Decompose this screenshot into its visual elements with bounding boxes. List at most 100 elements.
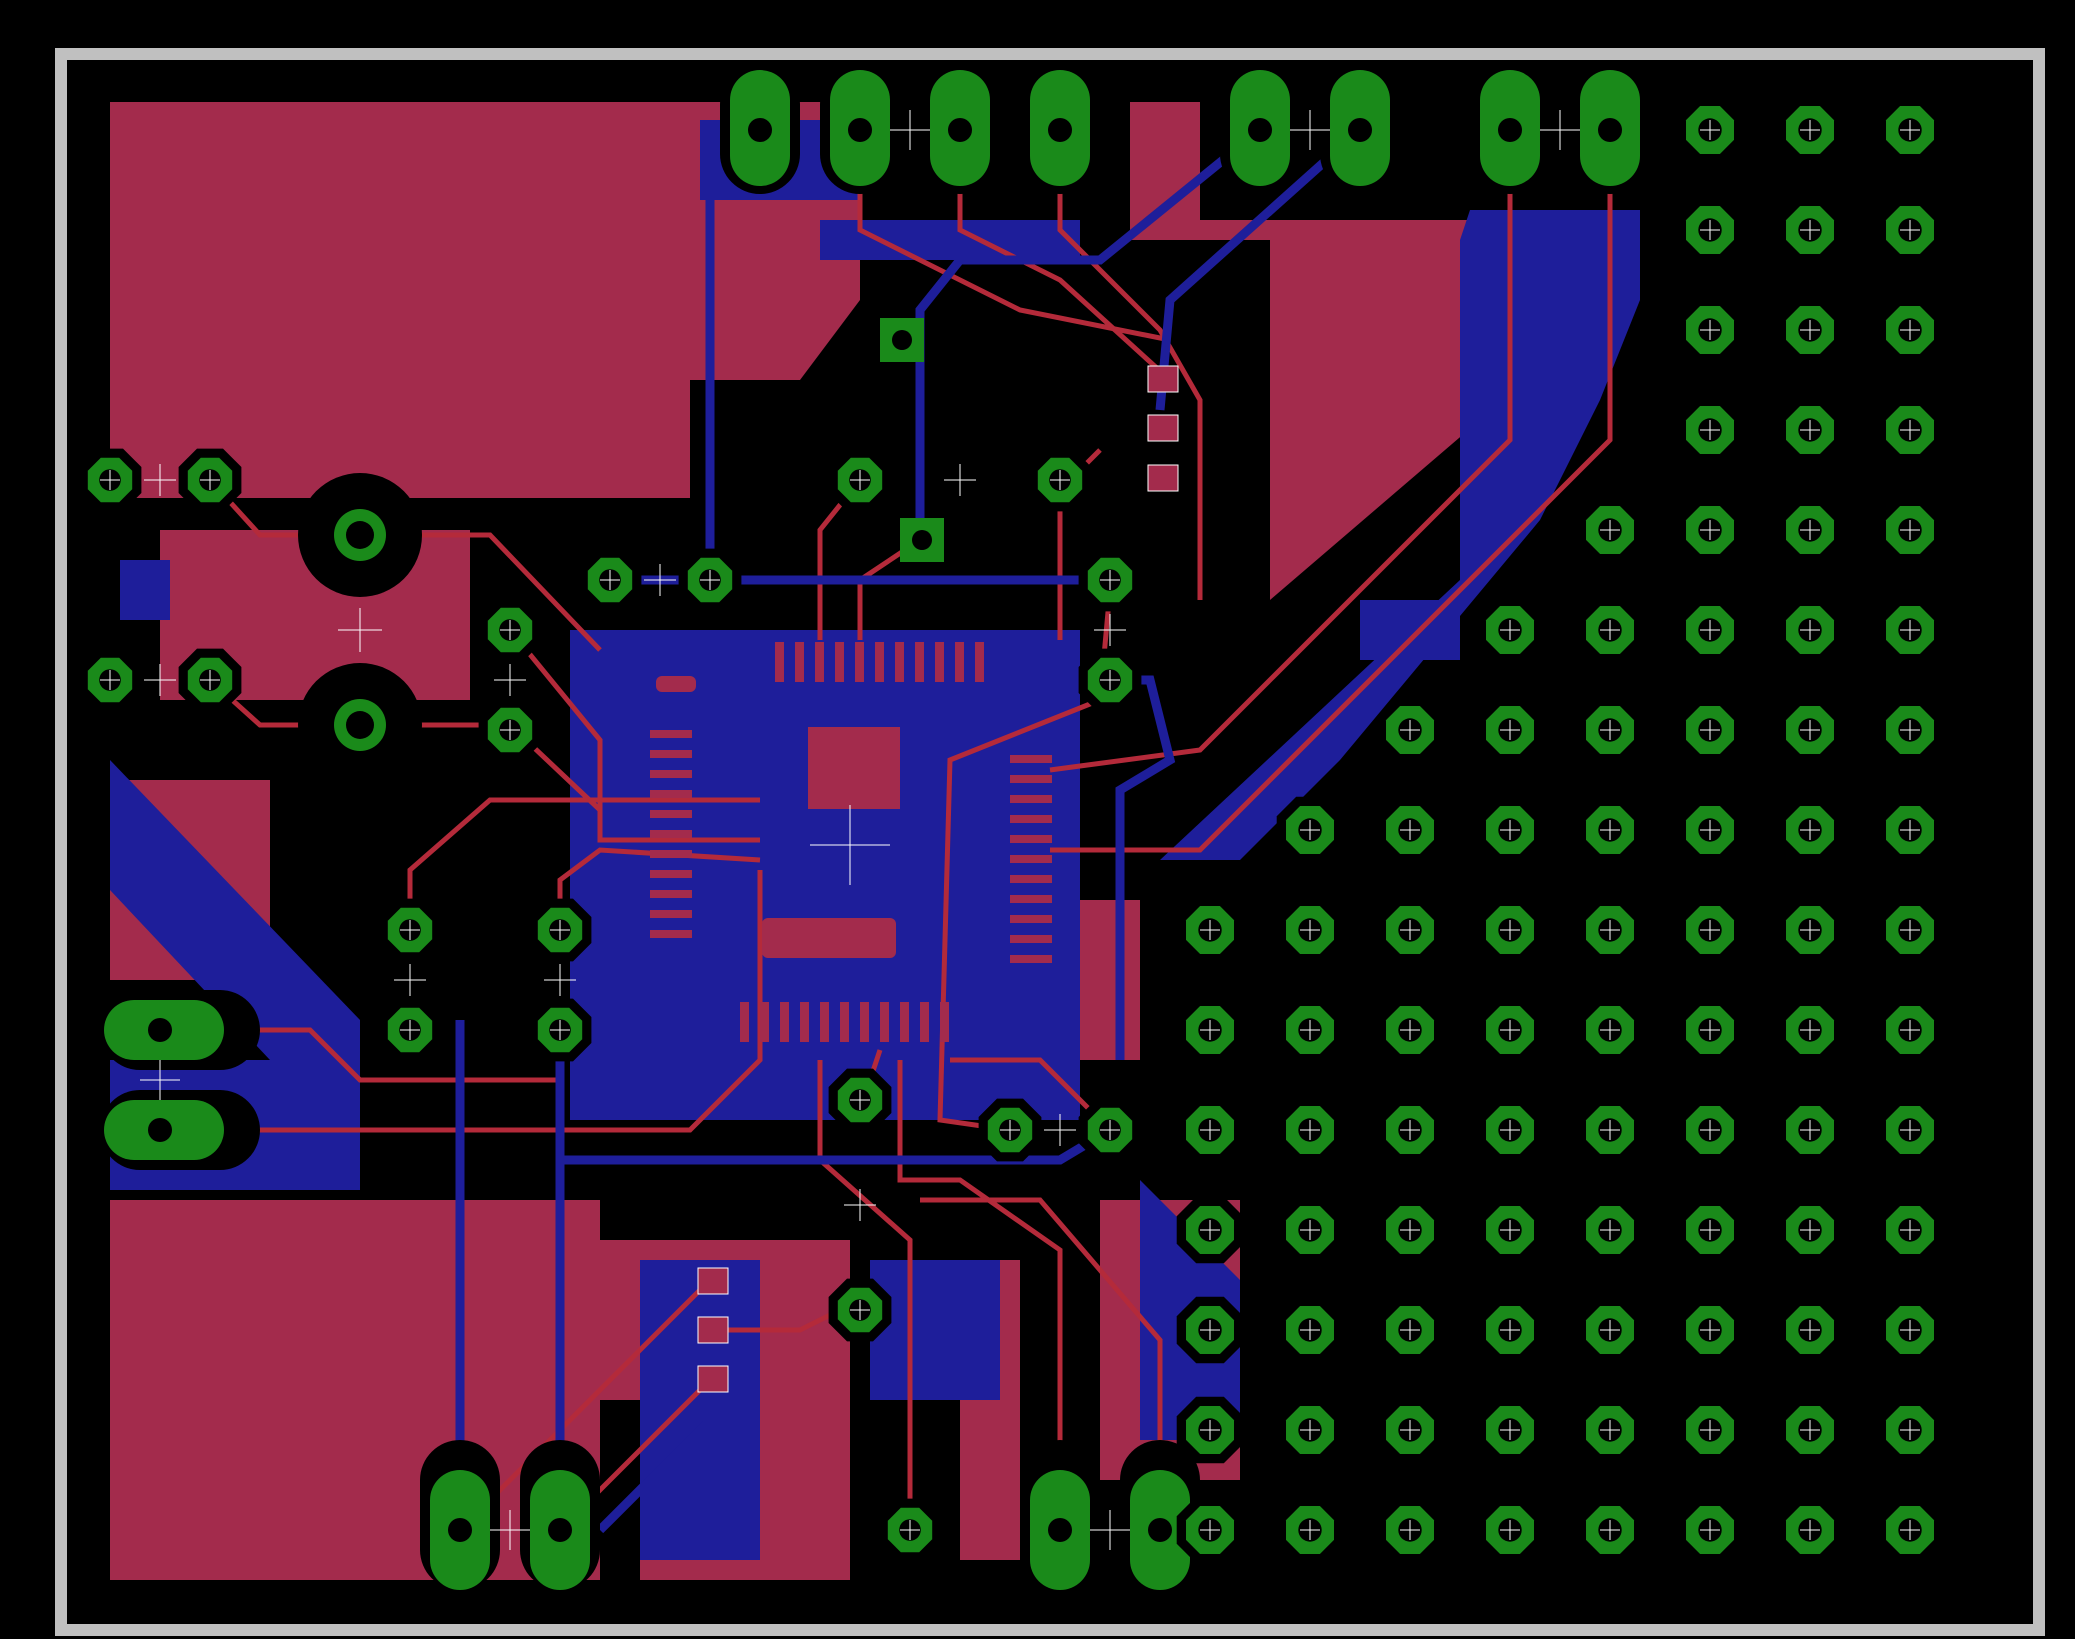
square-pad-hole-1 bbox=[892, 330, 912, 350]
qfp-right-pad-5 bbox=[1010, 835, 1052, 843]
qfp-left-pad-6 bbox=[650, 830, 692, 838]
bpour-right-small bbox=[1360, 600, 1460, 660]
qfp-right-pad-4 bbox=[1010, 815, 1052, 823]
qfp-right-pad-8 bbox=[1010, 895, 1052, 903]
qfp-left-pad-11 bbox=[650, 930, 692, 938]
qfp-right-pad-9 bbox=[1010, 915, 1052, 923]
big-pad-hole-2 bbox=[346, 711, 374, 739]
big-pad-hole-1 bbox=[346, 521, 374, 549]
btrace-9 bbox=[596, 1260, 715, 1534]
top-conn-hole-4 bbox=[1048, 118, 1072, 142]
bpour-left-diagonal bbox=[110, 760, 360, 1190]
bot-conn-hole-3 bbox=[1048, 1518, 1072, 1542]
qfp-top-pad-7 bbox=[895, 642, 904, 682]
top-conn-hole-7 bbox=[1498, 118, 1522, 142]
qfp-chip bbox=[650, 642, 1052, 1042]
bot-conn-hole-1 bbox=[448, 1518, 472, 1542]
top-conn-hole-8 bbox=[1598, 118, 1622, 142]
trace-t20 bbox=[920, 1197, 1163, 1530]
qfp-bottom-pad-4 bbox=[800, 1002, 809, 1042]
top-conn-hole-1 bbox=[748, 118, 772, 142]
trace-t17 bbox=[950, 1057, 1112, 1132]
qfp-top-pad-4 bbox=[835, 642, 844, 682]
sot1-pad1 bbox=[1147, 365, 1179, 393]
left-conn-hole-2 bbox=[148, 1118, 172, 1142]
top-conn-hole-5 bbox=[1248, 118, 1272, 142]
bot-conn-hole-4 bbox=[1148, 1518, 1172, 1542]
qfp-top-pad-10 bbox=[955, 642, 964, 682]
qfp-right-pad-2 bbox=[1010, 775, 1052, 783]
qfp-left-pad-1 bbox=[650, 730, 692, 738]
qfp-top-pads bbox=[775, 642, 984, 682]
trace-t10 bbox=[508, 628, 760, 843]
qfp-left-pad-7 bbox=[650, 850, 692, 858]
qfp-right-pad-6 bbox=[1010, 855, 1052, 863]
trace-t9 bbox=[160, 870, 763, 1133]
qfp-top-pad-11 bbox=[975, 642, 984, 682]
sot1-pad3 bbox=[1147, 464, 1179, 492]
qfp-bottom-pad-8 bbox=[880, 1002, 889, 1042]
qfp-corner-pad bbox=[656, 676, 696, 692]
qfp-right-pad-7 bbox=[1010, 875, 1052, 883]
qfp-bottom-pads bbox=[740, 1002, 949, 1042]
trace-t5 bbox=[1050, 130, 1613, 853]
bot-conn-hole-2 bbox=[548, 1518, 572, 1542]
bpour-right-diagonal bbox=[1160, 210, 1640, 860]
qfp-top-pad-5 bbox=[855, 642, 864, 682]
qfp-right-pad-1 bbox=[1010, 755, 1052, 763]
qfp-left-pad-5 bbox=[650, 810, 692, 818]
sot-footprints bbox=[697, 365, 1179, 1393]
sot1-pad2 bbox=[1147, 414, 1179, 442]
qfp-bottom-pad-7 bbox=[860, 1002, 869, 1042]
qfp-right-pad-3 bbox=[1010, 795, 1052, 803]
left-conn-hole-1 bbox=[148, 1018, 172, 1042]
trace-t21 bbox=[817, 1060, 913, 1530]
crystal-pad bbox=[762, 918, 896, 958]
qfp-right-pad-11 bbox=[1010, 955, 1052, 963]
qfp-bottom-pad-10 bbox=[920, 1002, 929, 1042]
qfp-top-pad-9 bbox=[935, 642, 944, 682]
top-conn-hole-3 bbox=[948, 118, 972, 142]
qfp-left-pad-3 bbox=[650, 770, 692, 778]
qfp-top-pad-3 bbox=[815, 642, 824, 682]
pour-top-left bbox=[110, 102, 690, 498]
qfp-bottom-pad-3 bbox=[780, 1002, 789, 1042]
sot2-pad2 bbox=[697, 1316, 729, 1344]
qfp-bottom-pad-1 bbox=[740, 1002, 749, 1042]
bpour-left-small bbox=[120, 560, 170, 620]
qfp-top-pad-8 bbox=[915, 642, 924, 682]
bpour-bottom-mid-2 bbox=[870, 1260, 1000, 1400]
btrace-2 bbox=[915, 126, 1263, 540]
top-conn-hole-2 bbox=[848, 118, 872, 142]
qfp-bottom-pad-6 bbox=[840, 1002, 849, 1042]
sot2-pad3 bbox=[697, 1365, 729, 1393]
board-outline bbox=[55, 48, 2045, 1636]
qfp-left-pad-8 bbox=[650, 870, 692, 878]
trace-t19 bbox=[897, 1060, 1063, 1530]
qfp-left-pads bbox=[650, 730, 692, 938]
bpour-qfp-area bbox=[570, 630, 1080, 1120]
trace-t23 bbox=[458, 1278, 712, 1532]
trace-t4 bbox=[1049, 130, 1513, 773]
qfp-center-pad bbox=[808, 727, 900, 809]
qfp-left-pad-2 bbox=[650, 750, 692, 758]
qfp-left-pad-9 bbox=[650, 890, 692, 898]
qfp-right-pads bbox=[1010, 755, 1052, 963]
top-conn-hole-6 bbox=[1348, 118, 1372, 142]
qfp-bottom-pad-2 bbox=[760, 1002, 769, 1042]
origin-markers bbox=[100, 110, 1920, 1550]
connector-pads bbox=[100, 64, 1650, 1590]
trace-t3 bbox=[1057, 130, 1203, 600]
bpour-bottom-mid bbox=[640, 1260, 760, 1560]
qfp-left-pad-4 bbox=[650, 790, 692, 798]
qfp-bottom-pad-5 bbox=[820, 1002, 829, 1042]
qfp-bottom-pad-9 bbox=[900, 1002, 909, 1042]
sot2-pad1 bbox=[697, 1267, 729, 1295]
bpour-top-2 bbox=[820, 220, 1080, 260]
qfp-left-pad-10 bbox=[650, 910, 692, 918]
qfp-bottom-pad-11 bbox=[940, 1002, 949, 1042]
qfp-right-pad-10 bbox=[1010, 935, 1052, 943]
qfp-top-pad-1 bbox=[775, 642, 784, 682]
qfp-top-pad-6 bbox=[875, 642, 884, 682]
